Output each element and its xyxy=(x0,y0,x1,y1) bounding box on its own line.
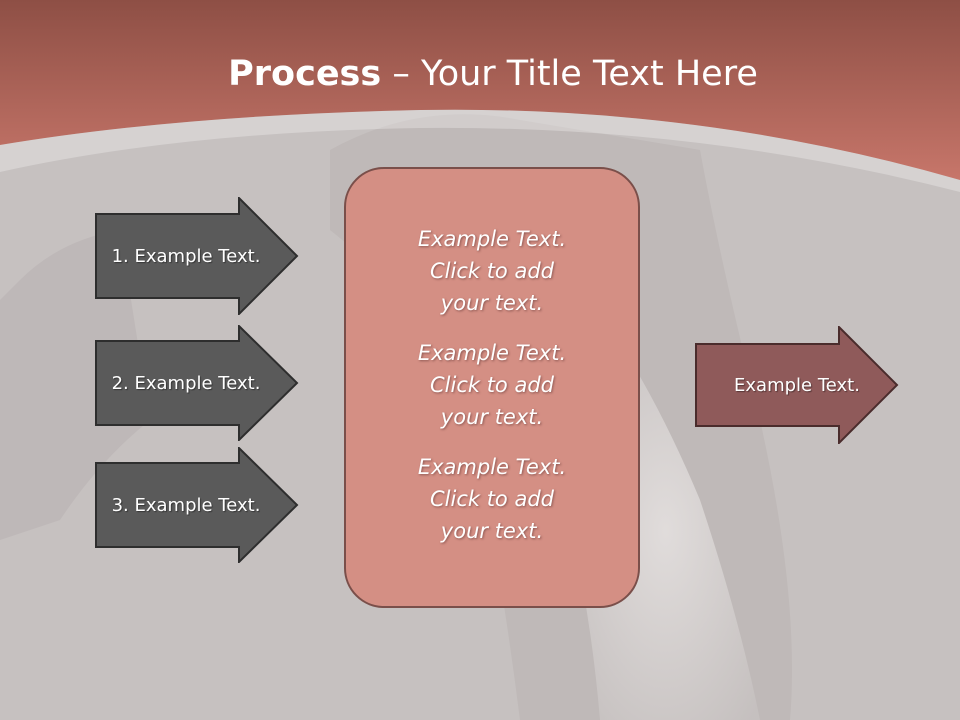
left-arrow-3[interactable]: 3. Example Text. xyxy=(95,447,299,563)
title-rest: – Your Title Text Here xyxy=(381,54,758,94)
right-arrow[interactable]: Example Text. xyxy=(695,326,899,444)
arrow-shape xyxy=(95,325,299,441)
slide-title[interactable]: Process – Your Title Text Here xyxy=(0,52,960,96)
header-swoosh xyxy=(0,109,960,192)
arrow-label: 3. Example Text. xyxy=(111,494,261,516)
arrow-label: Example Text. xyxy=(734,374,860,396)
center-text-box[interactable]: Example Text. Click to add your text. Ex… xyxy=(344,167,640,608)
arrow-label: 1. Example Text. xyxy=(111,245,261,267)
arrow-shape xyxy=(95,197,299,315)
title-bold: Process xyxy=(228,54,382,94)
left-arrow-2[interactable]: 2. Example Text. xyxy=(95,325,299,441)
arrow-label: 2. Example Text. xyxy=(111,372,261,394)
center-item-3: Example Text. Click to add your text. xyxy=(417,454,567,543)
arrow-shape xyxy=(695,326,899,444)
header-band xyxy=(0,0,960,180)
photo-arm xyxy=(0,230,150,540)
center-item-1: Example Text. Click to add your text. xyxy=(417,226,567,315)
center-item-2: Example Text. Click to add your text. xyxy=(417,340,567,429)
left-arrow-1[interactable]: 1. Example Text. xyxy=(95,197,299,315)
arrow-shape xyxy=(95,447,299,563)
